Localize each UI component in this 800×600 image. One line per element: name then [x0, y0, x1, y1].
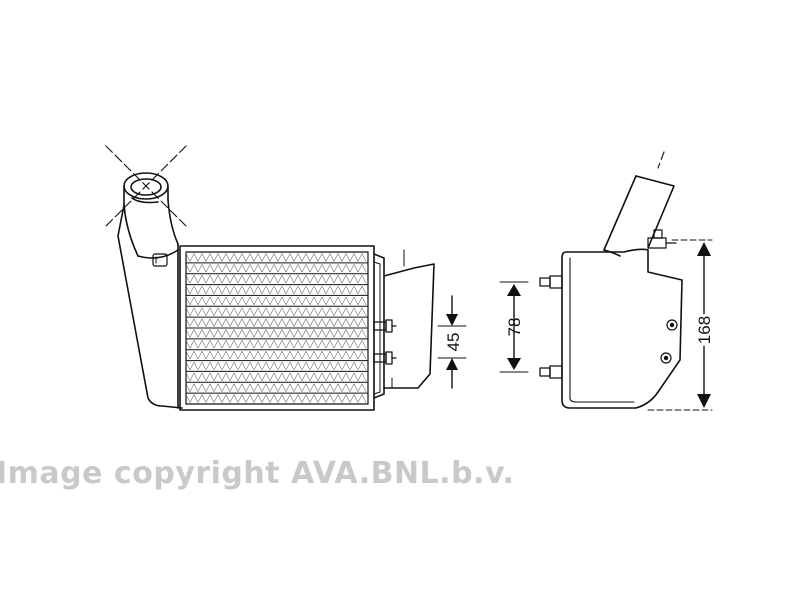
label-plate — [152, 253, 168, 267]
side-body — [561, 248, 683, 409]
core-fin-row — [185, 394, 367, 403]
front-view — [105, 145, 467, 411]
dim-label-45: 45 — [444, 333, 463, 352]
inlet-pipe — [123, 172, 179, 257]
side-view — [499, 151, 713, 411]
core-fin-row — [185, 264, 367, 273]
sensor-boss — [647, 229, 677, 249]
bolt-holes — [660, 319, 678, 364]
core — [179, 245, 375, 411]
mounting-stud-upper — [373, 319, 397, 333]
core-fin-row — [185, 253, 367, 262]
core-fin-row — [185, 329, 367, 338]
side-duct — [603, 151, 675, 257]
inlet-center-mark — [105, 145, 187, 227]
dimension-45 — [437, 295, 467, 389]
core-fin-row — [185, 274, 367, 284]
core-fin-row — [185, 285, 367, 295]
dim-label-168: 168 — [695, 316, 714, 344]
core-fin-row — [185, 350, 367, 360]
core-fin-row — [185, 372, 367, 382]
core-fin-row — [185, 318, 367, 327]
right-tank — [373, 253, 385, 399]
dimension-78 — [499, 281, 529, 373]
side-stud-lower — [539, 365, 563, 379]
dim-label-78: 78 — [505, 318, 524, 337]
left-tank — [117, 204, 183, 409]
core-fin-row — [185, 340, 367, 349]
side-stud-upper — [539, 275, 563, 289]
core-fin-row — [185, 383, 367, 392]
dimension-168 — [697, 242, 711, 408]
mounting-bracket — [383, 263, 435, 389]
mounting-stud-lower — [373, 351, 397, 365]
copyright-watermark: Image copyright AVA.BNL.b.v. — [0, 456, 515, 491]
core-fin-row — [185, 296, 367, 306]
core-fin-row — [185, 307, 367, 316]
core-fin-row — [185, 361, 367, 371]
